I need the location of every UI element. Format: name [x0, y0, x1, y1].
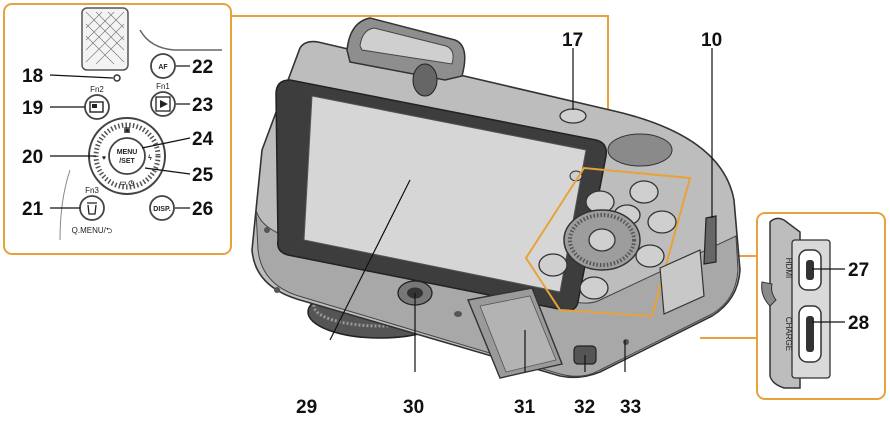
- left-inset: AF Fn1 Fn2 MENU /SET ▣ ♥ ϟ ▭ ◷: [22, 7, 222, 241]
- left-inset-frame: [3, 3, 232, 255]
- camera-leader-lines: [329, 48, 713, 372]
- speaker-grille: [81, 7, 129, 71]
- right-inset-frame: [756, 212, 886, 400]
- label-17: 17: [562, 30, 583, 51]
- fn1-label: Fn1: [156, 82, 170, 91]
- live-view-button: Fn2: [84, 85, 110, 120]
- right-inset: HDMI CHARGE 27 28: [761, 217, 869, 389]
- set-label: /SET: [119, 158, 135, 165]
- display-button: DISP.: [149, 195, 175, 221]
- qmenu-label: Q.MENU/⮌: [72, 226, 113, 235]
- strap-eyelet: [703, 215, 717, 265]
- label-23: 23: [192, 95, 213, 116]
- control-dial: MENU /SET ▣ ♥ ϟ ▭ ◷: [88, 117, 166, 195]
- af-ae-lock-icon: AF: [158, 64, 168, 71]
- label-33: 33: [620, 397, 641, 418]
- status-indicator-dot: [113, 74, 121, 82]
- live-view-icon: [89, 101, 104, 113]
- playback-icon: [160, 100, 168, 108]
- menu-label: MENU: [117, 149, 138, 156]
- fn2-label: Fn2: [90, 85, 104, 94]
- label-32: 32: [574, 397, 595, 418]
- label-10: 10: [701, 30, 722, 51]
- playback-button: [150, 91, 176, 117]
- label-22: 22: [192, 57, 213, 78]
- label-31: 31: [514, 397, 536, 418]
- charge-label: CHARGE: [784, 317, 793, 351]
- svg-text:▭ ◷: ▭ ◷: [120, 180, 135, 187]
- delete-icon: [87, 202, 97, 215]
- label-25: 25: [192, 165, 214, 186]
- label-20: 20: [22, 147, 43, 168]
- label-29: 29: [296, 397, 317, 418]
- diopter-dial: [412, 63, 438, 97]
- svg-text:▣: ▣: [124, 127, 131, 134]
- top-button: [559, 108, 587, 124]
- af-ae-lock-button: AF Fn1: [150, 53, 176, 91]
- delete-button: Fn3 Q.MENU/⮌: [72, 186, 113, 235]
- hdmi-label: HDMI: [784, 258, 793, 278]
- label-19: 19: [22, 98, 43, 119]
- label-27: 27: [848, 260, 869, 281]
- svg-text:ϟ: ϟ: [148, 155, 152, 162]
- camera-illustration: [251, 17, 741, 379]
- menu-set-button: [108, 137, 146, 175]
- monitor-screen: [303, 95, 587, 293]
- rear-buttons: [524, 166, 692, 318]
- charge-port: CHARGE: [784, 305, 822, 363]
- display-icon: DISP.: [153, 206, 170, 213]
- label-24: 24: [192, 129, 214, 150]
- hdmi-port: HDMI: [784, 249, 822, 291]
- side-port-door: [659, 249, 705, 315]
- label-26: 26: [192, 199, 213, 220]
- label-28: 28: [848, 313, 869, 334]
- fn3-label: Fn3: [85, 186, 99, 195]
- top-dial: [607, 133, 673, 167]
- label-18: 18: [22, 66, 43, 87]
- label-21: 21: [22, 199, 44, 220]
- label-30: 30: [403, 397, 424, 418]
- svg-text:♥: ♥: [102, 155, 106, 162]
